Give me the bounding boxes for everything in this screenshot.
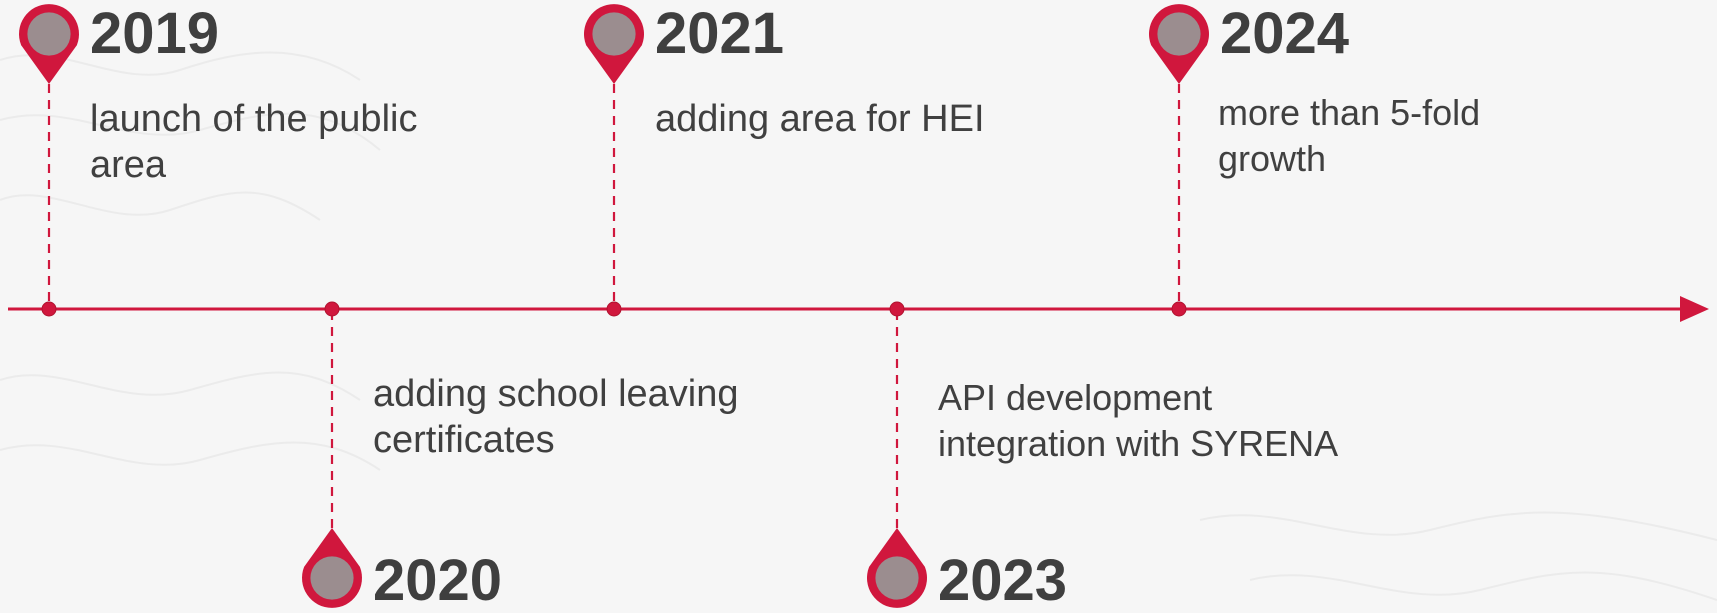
milestone-year-2020: 2020 xyxy=(373,548,503,613)
map-pin-inner-2021 xyxy=(592,12,636,56)
map-pin-inner-2020 xyxy=(310,556,354,600)
milestone-year-2023: 2023 xyxy=(938,548,1068,613)
milestone-year-2021: 2021 xyxy=(655,1,785,66)
map-pin-inner-2019 xyxy=(27,12,71,56)
milestone-description-2023: API development integration with SYRENA xyxy=(938,377,1339,464)
axis-dot-2020 xyxy=(324,301,340,317)
axis-dot-2024 xyxy=(1171,301,1187,317)
axis-dot-2023 xyxy=(889,301,905,317)
milestone-description-2024: more than 5-fold growth xyxy=(1218,92,1481,179)
milestone-year-2019: 2019 xyxy=(90,1,220,66)
milestone-year-2024: 2024 xyxy=(1220,1,1350,66)
timeline-arrowhead xyxy=(1680,296,1709,322)
milestone-description-2021: adding area for HEI xyxy=(655,98,985,140)
milestone-description-2019: launch of the public area xyxy=(90,98,418,186)
map-pin-inner-2024 xyxy=(1157,12,1201,56)
map-pin-inner-2023 xyxy=(875,556,919,600)
axis-dot-2019 xyxy=(41,301,57,317)
axis-dot-2021 xyxy=(606,301,622,317)
milestone-description-2020: adding school leaving certificates xyxy=(373,373,739,461)
